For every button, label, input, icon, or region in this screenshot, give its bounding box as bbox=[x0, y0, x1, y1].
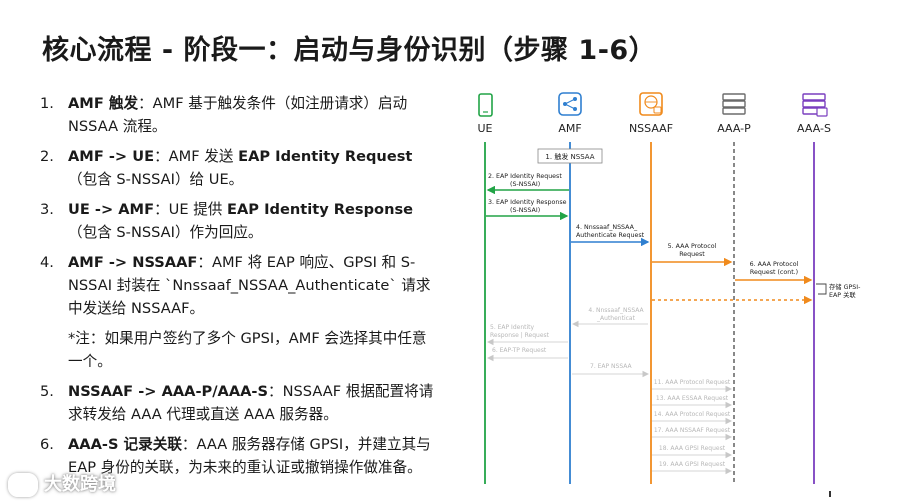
step-text: ：UE 提供 bbox=[154, 201, 228, 218]
faded-msg-label: 14. AAA Protocol Request bbox=[654, 411, 731, 418]
msg-label: 3. EAP Identity Response bbox=[488, 199, 567, 206]
footer-logo-text: 大数跨境 bbox=[44, 474, 116, 495]
step-lead: AMF -> NSSAAF bbox=[68, 254, 198, 271]
faded-msg-label: 4. Nnssaaf_NSSAA bbox=[588, 307, 644, 314]
faded-msg-label: 7. EAP NSSAA bbox=[590, 363, 633, 370]
actor-label-nssaaf: NSSAAF bbox=[629, 122, 673, 135]
step-text: （包含 S-NSSAI）作为回应。 bbox=[68, 224, 263, 241]
step-bold: EAP Identity Response bbox=[227, 201, 414, 218]
network-node-icon bbox=[558, 92, 582, 116]
step-number: 4. bbox=[40, 254, 54, 271]
footer-logo: 大数跨境 bbox=[8, 470, 116, 497]
actor-label-aaa-s: AAA-S bbox=[797, 122, 831, 135]
step-number: 1. bbox=[40, 95, 54, 112]
step-text: ：AMF 将 EAP 响应、GPSI 和 S-NSSAI 封装在 `Nnssaa… bbox=[68, 254, 431, 317]
divider bbox=[829, 491, 831, 497]
msg-label: 4. Nnssaaf_NSSAA_ bbox=[576, 224, 638, 231]
step-4: 4. AMF -> NSSAAF：AMF 将 EAP 响应、GPSI 和 S-N… bbox=[40, 251, 440, 320]
step-text: （包含 S-NSSAI）给 UE。 bbox=[68, 171, 244, 188]
msg-label: 6. AAA Protocol bbox=[750, 261, 799, 268]
step-number: 3. bbox=[40, 201, 54, 218]
step-lead: UE -> AMF bbox=[68, 201, 155, 218]
step-lead: NSSAAF -> AAA-P/AAA-S bbox=[68, 383, 269, 400]
phone-icon bbox=[478, 93, 493, 117]
step-text: ：AAA 服务器存储 GPSI，并建立其与 EAP 身份的关联，为未来的重认证或… bbox=[68, 436, 431, 476]
step-2: 2. AMF -> UE：AMF 发送 EAP Identity Request… bbox=[40, 145, 440, 191]
actor-label-ue: UE bbox=[477, 122, 492, 135]
step-1: 1. AMF 触发：AMF 基于触发条件（如注册请求）启动 NSSAA 流程。 bbox=[40, 92, 440, 138]
step-bold: EAP Identity Request bbox=[238, 148, 413, 165]
msg-label: Authenticate Request bbox=[576, 232, 645, 239]
server-icon bbox=[722, 93, 746, 115]
step-list: 1. AMF 触发：AMF 基于触发条件（如注册请求）启动 NSSAA 流程。 … bbox=[40, 92, 440, 486]
step1-label: 1. 触发 NSSAA bbox=[545, 152, 594, 161]
faded-msg-label: 11. AAA Protocol Request bbox=[654, 379, 731, 386]
msg-label: (S-NSSAI) bbox=[510, 181, 540, 188]
faded-msg-label: _Authenticat bbox=[596, 315, 636, 322]
faded-msg-label: 5. EAP Identity bbox=[490, 324, 534, 331]
step-text: ：AMF 基于触发条件（如注册请求）启动 NSSAA 流程。 bbox=[68, 95, 408, 135]
sequence-diagram: UE AMF NSSAAF AAA-P AAA-S 1. 触发 NSSAA 2.… bbox=[477, 92, 860, 484]
step-lead: AMF 触发 bbox=[68, 95, 139, 112]
step-lead: AMF -> UE bbox=[68, 148, 155, 165]
faded-msg-label: Response | Request bbox=[490, 332, 550, 339]
msg-label: 5. AAA Protocol bbox=[668, 243, 717, 250]
actor-label-amf: AMF bbox=[558, 122, 581, 135]
self-arrow bbox=[816, 283, 827, 295]
step-number: 6. bbox=[40, 436, 54, 453]
msg-label: 2. EAP Identity Request bbox=[488, 173, 562, 180]
faded-msg-label: 6. EAP-TP Request bbox=[492, 347, 547, 354]
step-number: 2. bbox=[40, 148, 54, 165]
msg-label: Request (cont.) bbox=[750, 269, 798, 276]
step-note: *注：如果用户签约了多个 GPSI，AMF 会选择其中任意一个。 bbox=[68, 330, 427, 370]
msg-label: Request bbox=[679, 251, 705, 258]
actor-label-aaa-p: AAA-P bbox=[717, 122, 751, 135]
secure-server-icon bbox=[802, 93, 828, 117]
faded-msg-label: 13. AAA ESSAA Request bbox=[656, 395, 729, 402]
step-number: 5. bbox=[40, 383, 54, 400]
step-6: 6. AAA-S 记录关联：AAA 服务器存储 GPSI，并建立其与 EAP 身… bbox=[40, 433, 440, 479]
step-3: 3. UE -> AMF：UE 提供 EAP Identity Response… bbox=[40, 198, 440, 244]
self-note: 存储 GPSI- bbox=[829, 282, 860, 291]
step1-box bbox=[537, 148, 603, 164]
step-text: ：AMF 发送 bbox=[154, 148, 239, 165]
self-note: EAP 关联 bbox=[829, 290, 856, 299]
step-lead: AAA-S 记录关联 bbox=[68, 436, 182, 453]
step-text: ：NSSAAF 根据配置将请求转发给 AAA 代理或直送 AAA 服务器。 bbox=[68, 383, 434, 423]
faded-msg-label: 18. AAA GPSI Request bbox=[659, 445, 726, 452]
msg-label: (S-NSSAI) bbox=[510, 207, 540, 214]
faded-msg-label: 17. AAA NSSAAF Request bbox=[654, 427, 731, 434]
page-title: 核心流程 - 阶段一：启动与身份识别（步骤 1-6） bbox=[42, 35, 657, 66]
globe-lock-icon bbox=[639, 92, 663, 116]
step-5: 5. NSSAAF -> AAA-P/AAA-S：NSSAAF 根据配置将请求转… bbox=[40, 380, 440, 426]
logo-mark-icon bbox=[8, 473, 38, 497]
faded-msg-label: 19. AAA GPSI Request bbox=[659, 461, 726, 468]
